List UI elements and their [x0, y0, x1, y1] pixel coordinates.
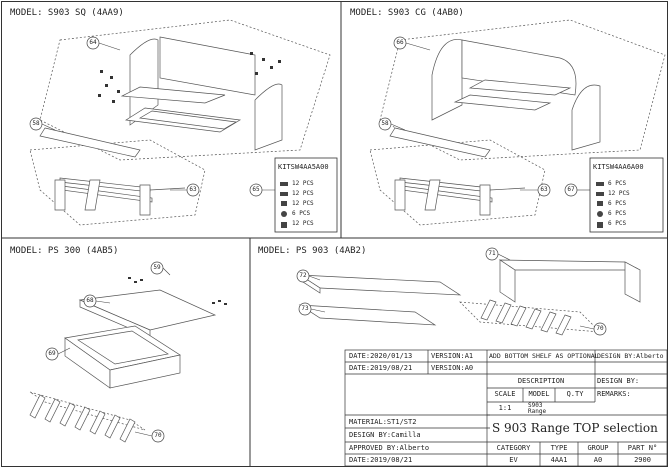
drawing-title: S 903 Range TOP selection	[492, 421, 658, 435]
callout-number: 70	[596, 325, 604, 332]
callout-number: 66	[396, 39, 404, 46]
hardware-dots-ps-300	[128, 277, 227, 305]
callout-number: 65	[252, 186, 260, 193]
callout-number: 64	[89, 39, 97, 46]
callout-number: 68	[86, 297, 94, 304]
callout-number: 67	[567, 186, 575, 193]
kit-qty: 12 PCS	[608, 190, 630, 197]
type-value: 4AA1	[550, 456, 568, 464]
qty-label: Q.TY	[566, 390, 584, 398]
hardware-dots-s903-sq	[98, 52, 281, 103]
description-label: DESCRIPTION	[517, 377, 565, 385]
remarks-label: REMARKS:	[597, 390, 631, 398]
designer-label: DESIGN BY:	[597, 377, 640, 385]
exploded-view-s903-cg	[369, 19, 666, 226]
part-label: PART N°	[627, 444, 658, 452]
kit-hardware-icons	[280, 182, 604, 228]
scale-label: SCALE	[494, 390, 516, 398]
revision-designer: DESIGN BY:Alberto	[597, 352, 664, 360]
callout-number: 59	[153, 264, 161, 271]
model-value-line2: Range	[528, 408, 547, 415]
model-title-s903-cg: MODEL: S903 CG (4AB0)	[350, 8, 464, 18]
title-block-grid	[344, 349, 668, 467]
kit-qty: 6 PCS	[292, 210, 311, 217]
kit-qty: 12 PCS	[292, 220, 314, 227]
callout-number: 69	[48, 350, 56, 357]
model-title-s903-sq: MODEL: S903 SQ (4AA9)	[10, 8, 124, 18]
model-title-ps-903: MODEL: PS 903 (4AB2)	[258, 246, 367, 256]
kit-qty: 6 PCS	[608, 200, 627, 207]
designer: DESIGN BY:Camilla	[349, 431, 421, 439]
callout-number: 58	[32, 120, 40, 127]
kit-qty: 6 PCS	[608, 180, 627, 187]
material: MATERIAL:ST1/ST2	[349, 418, 417, 426]
model-value-line1: S903	[528, 402, 543, 409]
category-label: CATEGORY	[496, 444, 531, 452]
callout-number: 72	[299, 272, 307, 279]
kit-qty: 12 PCS	[292, 190, 314, 197]
kit-qty: 12 PCS	[292, 200, 314, 207]
group-label: GROUP	[587, 444, 609, 452]
kit-qty: 6 PCS	[608, 220, 627, 227]
original-version: VERSION:A0	[431, 364, 474, 372]
approved-by: APPROVED BY:Alberto	[349, 444, 430, 452]
scale-value: 1:1	[498, 404, 512, 412]
callout-number: 63	[540, 186, 548, 193]
callout-number: 63	[189, 186, 197, 193]
part-value: 2900	[634, 456, 651, 464]
category-value: EV	[509, 456, 518, 464]
exploded-view-s903-sq	[29, 19, 331, 226]
kit-code: KITSW4AA6A00	[593, 163, 644, 171]
exploded-view-ps-300	[29, 289, 217, 443]
model-title-ps-300: MODEL: PS 300 (4AB5)	[10, 246, 119, 256]
approval-date: DATE:2019/08/21	[349, 456, 413, 464]
revision-date: DATE:2020/01/13	[349, 352, 413, 360]
model-label: MODEL	[528, 390, 550, 398]
group-value: A0	[593, 456, 603, 464]
type-label: TYPE	[550, 444, 568, 452]
exploded-view-ps-903	[298, 259, 641, 336]
revision-version: VERSION:A1	[431, 352, 474, 360]
kit-qty: 6 PCS	[608, 210, 627, 217]
callout-number: 70	[154, 432, 162, 439]
callout-number: 73	[301, 305, 309, 312]
callout-number: 71	[488, 250, 496, 257]
original-date: DATE:2019/08/21	[349, 364, 413, 372]
kit-code: KITSW4AA5A00	[278, 163, 329, 171]
kit-qty: 12 PCS	[292, 180, 314, 187]
revision-note: ADD BOTTOM SHELF AS OPTIONAL	[489, 352, 599, 360]
callout-number: 58	[381, 120, 389, 127]
